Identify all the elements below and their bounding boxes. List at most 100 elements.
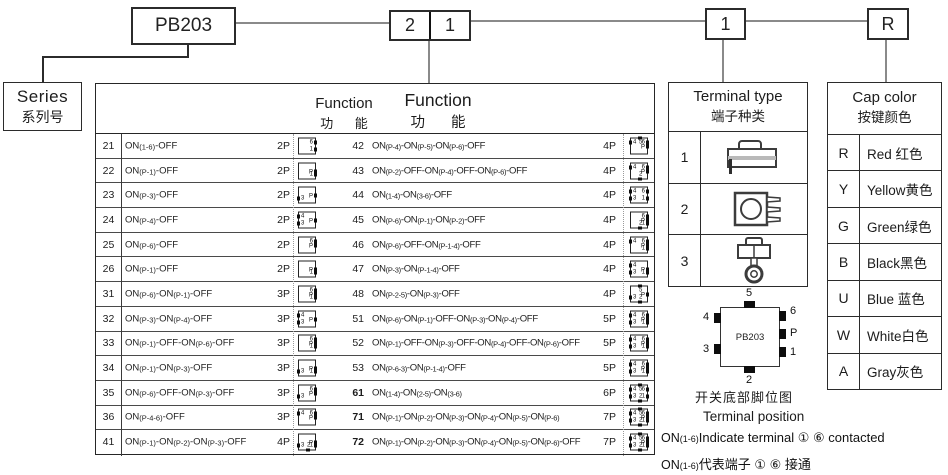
poles-count: 2P	[277, 139, 290, 152]
function-number: 46	[352, 238, 364, 251]
function-text: ON(P-6)-OFF	[125, 239, 179, 251]
pin-stub-2	[638, 448, 642, 452]
poles-count: 2P	[277, 213, 290, 226]
pin-stub-P	[646, 341, 649, 346]
pin-label-6: 6	[309, 386, 313, 393]
function-code-box: 2 1	[389, 10, 471, 41]
pin-stub-1	[314, 172, 317, 177]
pin-label-4: 4	[633, 188, 637, 195]
function-title-en-1: Function	[315, 95, 373, 112]
pin-stub-P	[646, 292, 649, 297]
pin-stub-6	[646, 239, 649, 244]
pin-stub-P	[646, 243, 649, 248]
pin-label-6: 6	[309, 287, 313, 294]
pin-stub-6	[314, 140, 317, 145]
function-text: ON(P-6)-ON(P-1)-ON(P-2)-OFF	[372, 214, 486, 226]
pin-label-5: 5	[746, 287, 753, 299]
pin-stub-1	[314, 270, 317, 275]
snap-in-terminal-icon	[701, 184, 807, 235]
pin-stub-3	[297, 196, 300, 201]
pin-stub-6	[646, 337, 649, 342]
pin-stub-3	[629, 443, 632, 448]
pin-label-1: 1	[641, 368, 645, 375]
poles-count: 5P	[603, 362, 616, 375]
pin-stub-5	[638, 407, 642, 411]
pin-stub-3	[629, 196, 632, 201]
pin-stub-P	[314, 391, 317, 396]
poles-count: 4P	[603, 287, 616, 300]
pin-label-2: 2	[639, 294, 643, 301]
function-text: ON(P-3)-ON(P-1-4)-OFF	[372, 263, 460, 275]
pin-label-4: 4	[703, 311, 710, 323]
poles-count: 7P	[603, 436, 616, 449]
function-number: 52	[352, 337, 364, 350]
pin-stub-4	[629, 387, 632, 392]
series-title-cn: 系列号	[21, 109, 64, 125]
cap-color-code: R	[828, 135, 860, 171]
terminal-type-row-3: 3	[669, 235, 807, 287]
pin-stub-1	[314, 147, 317, 152]
pin-label-6: 6	[641, 164, 645, 171]
poles-count: 3P	[277, 337, 290, 350]
pin-label-P: P	[308, 218, 313, 225]
pin-stub-1	[646, 320, 649, 325]
cap-code-label: R	[881, 13, 895, 34]
pin-stub-2	[744, 366, 755, 373]
function-number: 61	[352, 386, 364, 399]
pin-label-3: 3	[633, 269, 637, 276]
pin-label-P: P	[308, 317, 313, 324]
pin-label-4: 4	[301, 312, 305, 319]
function-number: 71	[352, 411, 364, 424]
poles-count: 3P	[277, 287, 290, 300]
series-title-en: Series	[16, 87, 69, 106]
pin-stub-P	[779, 329, 786, 339]
pin-label-1: 1	[309, 294, 313, 301]
poles-count: 4P	[603, 164, 616, 177]
pin-stub-4	[629, 140, 632, 145]
pin-stub-3	[629, 344, 632, 349]
pin-label-P: P	[640, 169, 645, 176]
pin-label-6: 6	[309, 238, 313, 245]
function-number: 45	[352, 213, 364, 226]
pin-stub-6	[314, 288, 317, 293]
pin-stub-6	[314, 337, 317, 342]
poles-count: 3P	[277, 411, 290, 424]
pin-label-P: P	[308, 366, 313, 373]
function-text: ON(P-4)-ON(P-5)-ON(P-6)-OFF	[372, 140, 486, 152]
terminal-type-number: 2	[669, 183, 701, 235]
function-number: 42	[352, 139, 364, 152]
pin-stub-6	[646, 436, 649, 441]
pin-stub-6	[646, 313, 649, 318]
pin-stub-1	[314, 295, 317, 300]
pin-stub-3	[297, 320, 300, 325]
pin-label-6: 6	[641, 213, 645, 220]
pin-stub-6	[646, 362, 649, 367]
pin-label-P: P	[308, 341, 313, 348]
pin-label-5: 5	[639, 435, 643, 442]
pin-stub-P	[314, 169, 317, 174]
pin-label-6: 6	[790, 305, 797, 317]
pin-stub-4	[629, 436, 632, 441]
pin-stub-4	[714, 313, 721, 323]
pin-stub-4	[629, 239, 632, 244]
